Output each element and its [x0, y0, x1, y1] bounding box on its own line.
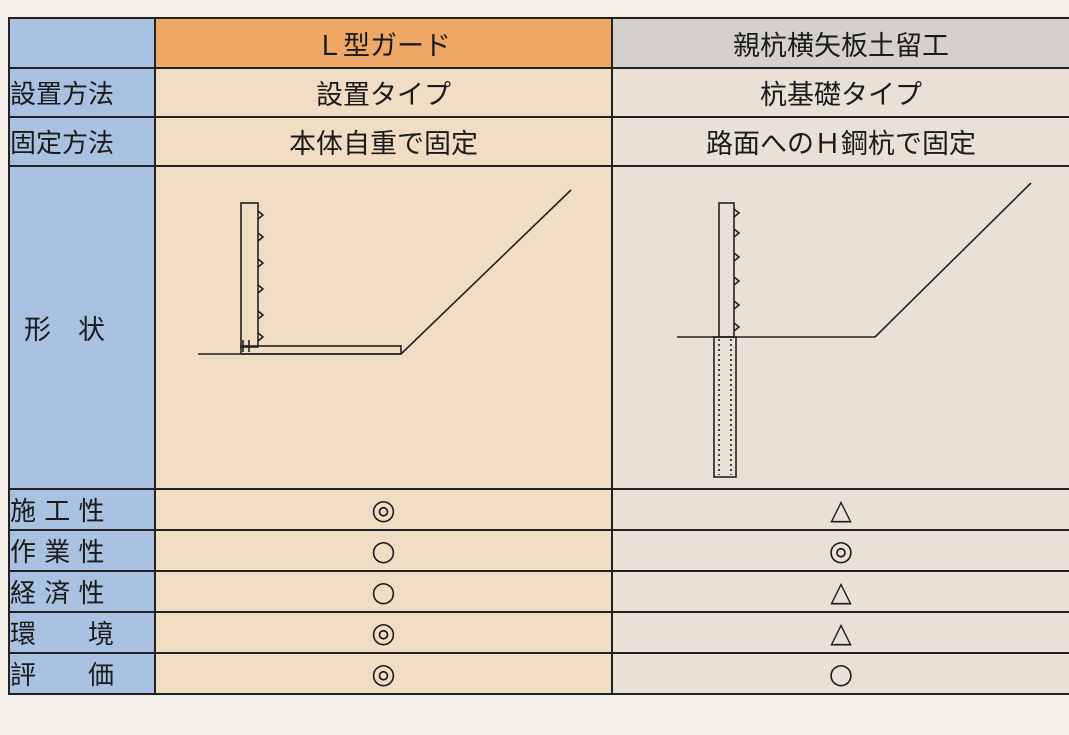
- rating-left: ○: [154, 529, 613, 572]
- row-label: 形 状: [8, 165, 156, 490]
- rating-row: 施 工 性 ◎ △: [8, 488, 1069, 531]
- row-label: 施 工 性: [8, 488, 156, 531]
- rating-row: 環 境 ◎ △: [8, 611, 1069, 654]
- rating-right: ◎: [611, 529, 1069, 572]
- row-label: 評 価: [8, 652, 156, 695]
- l-guard-base: [240, 345, 402, 355]
- shape-row: 形 状: [8, 165, 1069, 490]
- soldier-pile-diagram-cell: [611, 165, 1069, 490]
- anchor-detail: [242, 340, 250, 352]
- slope-line: [874, 182, 1032, 338]
- rating-row: 評 価 ◎ ○: [8, 652, 1069, 695]
- rating-right: ○: [611, 652, 1069, 695]
- row-label: 経 済 性: [8, 570, 156, 613]
- rating-row: 経 済 性 ○ △: [8, 570, 1069, 613]
- header-row: Ｌ型ガード 親杭横矢板土留工: [8, 17, 1069, 69]
- row-label: 固定方法: [8, 116, 156, 167]
- shape-label: 形 状: [24, 315, 105, 346]
- l-guard-wall: [240, 202, 259, 348]
- column-header-soldier-pile: 親杭横矢板土留工: [611, 17, 1069, 69]
- row-label: 環 境: [8, 611, 156, 654]
- rating-left: ○: [154, 570, 613, 613]
- table-row: 設置方法 設置タイプ 杭基礎タイプ: [8, 67, 1069, 118]
- corner-cell: [8, 17, 156, 69]
- soldier-pile-diagram: [677, 182, 1032, 478]
- rating-right: △: [611, 570, 1069, 613]
- h-steel-pile: [713, 336, 737, 478]
- comparison-table: Ｌ型ガード 親杭横矢板土留工 設置方法 設置タイプ 杭基礎タイプ 固定方法 本体…: [8, 17, 1069, 695]
- lagging-wall: [718, 202, 735, 338]
- rating-right: △: [611, 611, 1069, 654]
- cell-left: 本体自重で固定: [154, 116, 613, 167]
- cell-right: 杭基礎タイプ: [611, 67, 1069, 118]
- column-header-l-guard: Ｌ型ガード: [154, 17, 613, 69]
- rating-left: ◎: [154, 488, 613, 531]
- rating-right: △: [611, 488, 1069, 531]
- lagging-ribs: [733, 208, 741, 332]
- l-guard-diagram: [198, 189, 572, 355]
- l-guard-diagram-cell: [154, 165, 613, 490]
- l-guard-ribs: [257, 210, 265, 342]
- slope-line: [400, 189, 572, 355]
- row-label: 設置方法: [8, 67, 156, 118]
- rating-row: 作 業 性 ○ ◎: [8, 529, 1069, 572]
- rating-left: ◎: [154, 652, 613, 695]
- rating-left: ◎: [154, 611, 613, 654]
- row-label: 作 業 性: [8, 529, 156, 572]
- cell-left: 設置タイプ: [154, 67, 613, 118]
- table-row: 固定方法 本体自重で固定 路面へのＨ鋼杭で固定: [8, 116, 1069, 167]
- cell-right: 路面へのＨ鋼杭で固定: [611, 116, 1069, 167]
